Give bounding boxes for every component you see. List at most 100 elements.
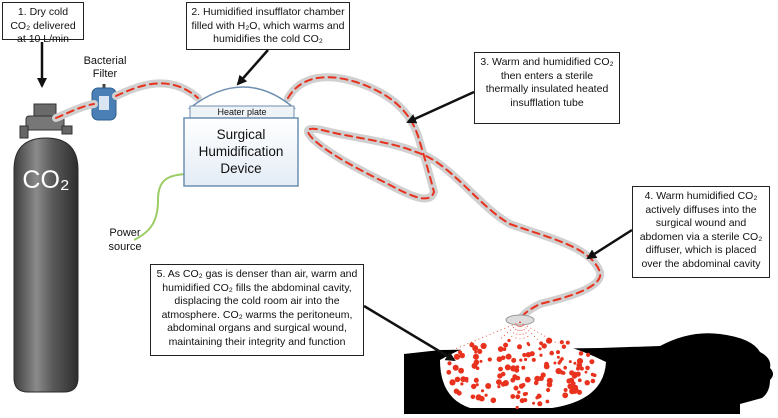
co2-bubble [497,385,501,389]
step-3-note: 3. Warm and humidified CO₂ then enters a… [474,52,620,124]
co2-bubble [471,362,478,369]
co2-bubble [537,401,543,407]
co2-bubble [497,346,504,352]
step-1-note: 1. Dry cold CO₂ delivered at 10 L/min [2,2,84,45]
co2-bubble [572,389,578,394]
power-cable [133,173,191,241]
co2-bubbles [446,337,597,410]
co2-bubble [589,359,595,365]
co2-bubble [565,340,570,345]
co2-bubble [524,392,528,396]
co2-bubble [559,340,564,345]
co2-bubble [534,375,541,382]
co2-bubble [546,381,553,388]
co2-bubble [507,338,511,343]
step-5-note: 5. As CO₂ gas is denser than air, warm a… [150,264,364,356]
co2-bubble [511,357,517,363]
co2-bubble [586,352,591,357]
co2-bubble [513,385,519,391]
co2-bubble [563,365,567,370]
co2-bubble [510,394,516,399]
co2-bubble [577,378,582,383]
co2-bubble [521,365,526,370]
surgical-humidification-device [183,86,299,187]
co2-bubble [479,359,483,363]
co2-bubble [472,345,479,352]
gas-flow-arrows [55,76,602,321]
co2-bubble [503,342,509,348]
co2-bubble [539,353,543,357]
patient-silhouette [404,333,773,414]
co2-bubble [544,361,549,367]
co2-bubble [562,392,569,399]
co2-bubble [526,342,530,345]
co2-bubble [446,369,452,375]
co2-bubble [452,364,459,371]
co2-bubble [576,358,584,365]
co2-bubble [529,351,535,357]
co2-bubble [532,401,536,405]
callout-arrows [37,42,633,362]
co2-bubble [485,383,492,389]
co2-bubble [546,337,553,344]
co2-bubble [540,372,546,378]
heater-plate-label: Heater plate [217,107,267,117]
co2-bubble [515,394,521,400]
co2-bubble [447,361,452,366]
co2-bubble [584,380,590,386]
co2-bubble [473,377,479,383]
power-source-label: Power source [108,227,142,253]
device-label: Surgical Humidification Device [198,127,284,176]
co2-bubble [531,357,536,362]
co2-bubble [576,366,580,371]
co2-bubble [474,350,478,354]
co2-bubble [538,347,542,351]
co2-bubble [585,365,590,371]
co2-bubble [497,373,503,379]
co2-bubble [519,398,525,404]
co2-bubble [578,351,584,356]
co2-bubble [567,383,573,390]
co2-bubble [480,342,487,350]
co2-bubble [498,366,503,372]
co2-bubble [533,380,539,386]
co2-bubble [549,350,554,356]
co2-bubble [546,387,551,393]
filter-label: Bacterial Filter [83,55,127,80]
co2-bubble [547,379,552,384]
co2-bubble [541,343,547,349]
co2-bubble [517,390,521,394]
co2-bubble [496,356,503,363]
co2-bubble [579,366,584,371]
co2-bubble [479,395,485,402]
co2-bubble [475,383,479,387]
co2-bubble [568,377,575,384]
co2-bubble [545,399,550,404]
co2-bubble [573,361,577,365]
co2-bubble [524,376,531,383]
co2-bubble [553,361,557,365]
co2-bubble [458,350,462,355]
step-2-note: 2. Humidified insufflator chamber filled… [186,2,350,50]
co2-bubble [502,347,507,352]
co2-bubble [510,377,516,383]
co2-bubble [517,344,522,350]
co2-bubble [561,344,567,349]
co2-bubble [487,357,492,362]
co2-bubble [492,397,496,402]
co2-bubble [454,376,461,383]
co2-bubble [519,358,523,362]
co2-bubble [522,352,527,358]
co2-bubble [480,389,485,393]
co2-bubble [514,375,520,381]
co2-bubble [521,383,526,387]
co2-bubble [524,357,528,362]
co2-bubble [539,341,543,346]
co2-bubble [569,370,575,376]
co2-bubble [515,405,519,410]
co2-bubble [460,382,464,386]
co2-bubble [590,372,595,377]
co2-bubble [470,394,476,400]
co2-bubble [471,383,477,390]
